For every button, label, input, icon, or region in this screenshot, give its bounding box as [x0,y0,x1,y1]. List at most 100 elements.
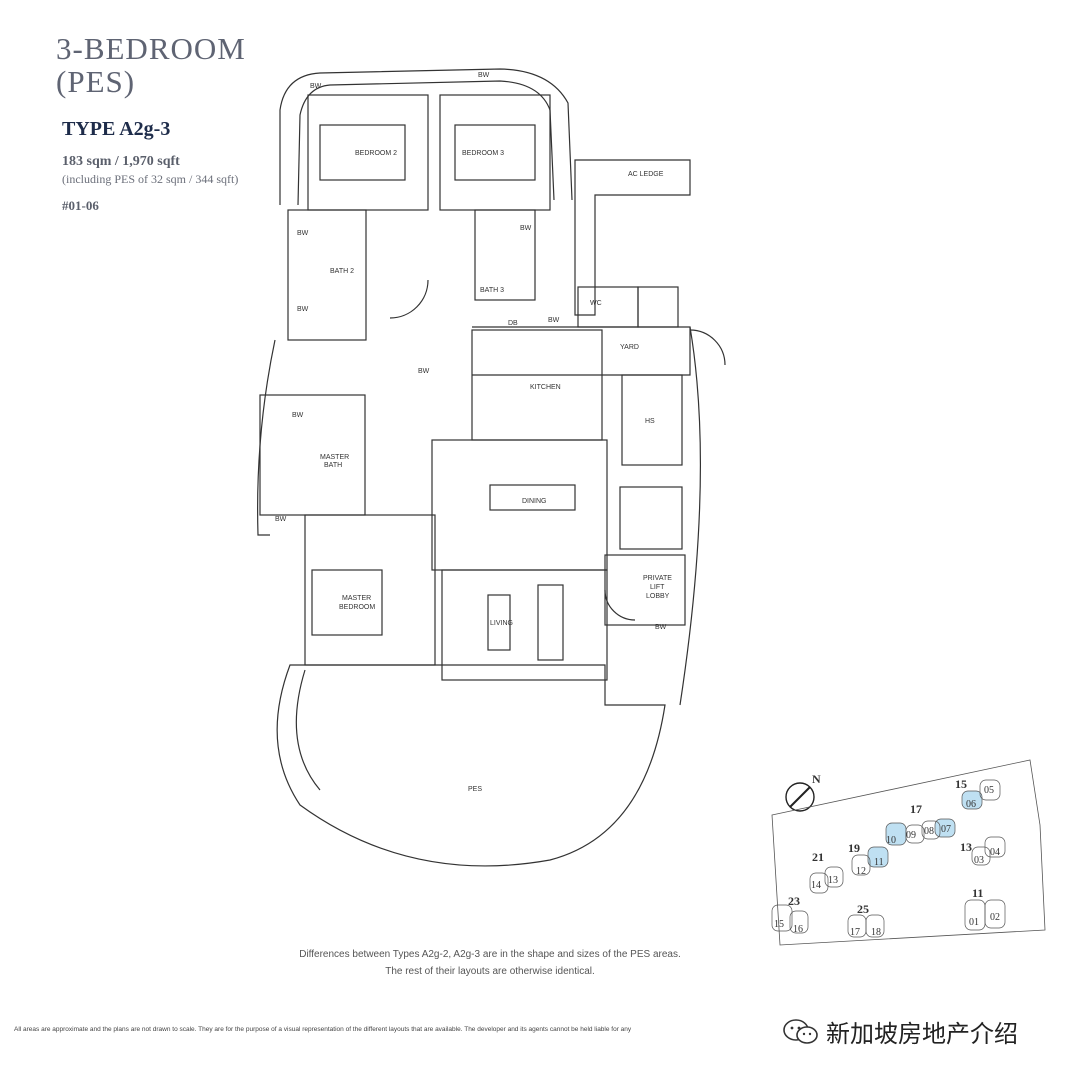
watermark-text: 新加坡房地产介绍 [826,1020,1018,1048]
hs-wall [621,374,683,466]
door-swing-1 [389,279,429,319]
top-bay-outline [279,68,573,205]
north-label: N [812,772,821,786]
unit-number: #01-06 [62,198,99,213]
private-lift-label-1: PRIVATE [643,575,672,582]
site-unit-18: 18 [871,927,881,938]
pes-inner-arc [295,669,321,791]
unit-type: TYPE A2g-3 [62,118,171,140]
bw-label-6: BW [548,317,560,324]
bw-label-8: BW [292,412,304,419]
site-block-13: 13 [960,840,972,854]
bath3-label: BATH 3 [480,287,504,294]
bw-label-1: BW [310,83,322,90]
master-bedroom-wall [304,514,436,666]
top-bay-inner [297,80,555,206]
bw-label-3: BW [297,230,309,237]
wc-wall [577,286,639,328]
pes-outline [276,664,666,867]
site-unit-03: 03 [974,855,984,866]
bw-label-7: BW [418,368,430,375]
site-block-21: 21 [812,850,824,864]
unit-area: 183 sqm / 1,970 sqft [62,154,180,169]
bedroom2-label: BEDROOM 2 [355,150,397,157]
site-unit-14: 14 [811,880,821,891]
ac-ledge-outline [574,159,691,316]
site-unit-16: 16 [793,924,803,935]
site-unit-10: 10 [886,835,896,846]
dining-wall [431,439,608,571]
yard-label: YARD [620,344,639,351]
site-unit-06: 06 [966,799,976,810]
site-unit-11: 11 [874,857,884,868]
bath3-wall [474,209,536,301]
difference-note-2: The rest of their layouts are otherwise … [385,966,595,977]
bath2-wall [287,209,367,341]
left-facade [257,339,276,536]
master-bath-label-2: BATH [324,462,342,469]
master-bed [311,569,383,636]
bedroom3-label: BEDROOM 3 [462,150,504,157]
site-unit-02: 02 [990,912,1000,923]
hs-label: HS [645,418,655,425]
wechat-icon [783,1018,818,1044]
dining-label: DINING [522,498,547,505]
bed-3 [454,124,536,181]
unit-area-note: (including PES of 32 sqm / 344 sqft) [62,172,239,186]
site-block-19: 19 [848,841,860,855]
yard-wall [637,286,679,328]
kitchen-label: KITCHEN [530,384,561,391]
site-unit-01: 01 [969,917,979,928]
private-lift-label-2: LIFT [650,584,665,591]
wc-label: WC [590,300,602,307]
bath2-label: BATH 2 [330,268,354,275]
lift-shaft [619,486,683,550]
dining-table [489,484,576,511]
door-swing-3 [689,329,726,366]
site-block-11: 11 [972,886,983,900]
site-plan: N 15 17 19 21 13 23 25 11 05 06 10 09 [771,759,1046,946]
site-unit-08: 08 [924,826,934,837]
page-heading: 3-BEDROOM (PES) [56,32,246,98]
yard-outline [472,326,691,376]
master-bath-wall [259,394,366,516]
difference-note-1: Differences between Types A2g-2, A2g-3 a… [299,949,681,960]
watermark: 新加坡房地产介绍 [782,1014,1018,1049]
ac-ledge-label: AC LEDGE [628,171,664,178]
bw-label-9: BW [275,516,287,523]
disclaimer: All areas are approximate and the plans … [14,1026,632,1033]
site-unit-15: 15 [774,919,784,930]
master-bath-label-1: MASTER [320,454,349,461]
site-block-25: 25 [857,902,869,916]
site-unit-17: 17 [850,927,860,938]
north-arrow: N [785,772,821,812]
pes-label: PES [468,786,482,793]
sofa [537,584,564,661]
site-unit-12: 12 [856,866,866,877]
floor-plan: BW BW BEDROOM 2 BEDROOM 3 AC LEDGE BW BW… [257,68,726,867]
site-unit-09: 09 [906,830,916,841]
bedroom2-wall [307,94,429,211]
heading-line-2: (PES) [56,64,136,99]
db-label: DB [508,320,518,327]
master-bed-label-1: MASTER [342,595,371,602]
bw-label-5: BW [297,306,309,313]
site-unit-13: 13 [828,875,838,886]
bed-2 [319,124,406,181]
site-unit-04: 04 [990,847,1000,858]
site-block-23: 23 [788,894,800,908]
door-swing-2 [604,589,636,621]
site-unit-07: 07 [941,824,951,835]
living-label: LIVING [490,620,513,627]
bw-label-2: BW [478,72,490,79]
site-unit-05: 05 [984,785,994,796]
coffee-table [487,594,511,651]
site-block-15: 15 [955,777,967,791]
right-facade [679,326,701,706]
heading-line-1: 3-BEDROOM [56,31,246,66]
site-block-17: 17 [910,802,922,816]
living-wall [441,569,608,681]
private-lift-label-3: LOBBY [646,593,670,600]
master-bed-label-2: BEDROOM [339,604,375,611]
highlight-unit-06 [961,790,983,810]
